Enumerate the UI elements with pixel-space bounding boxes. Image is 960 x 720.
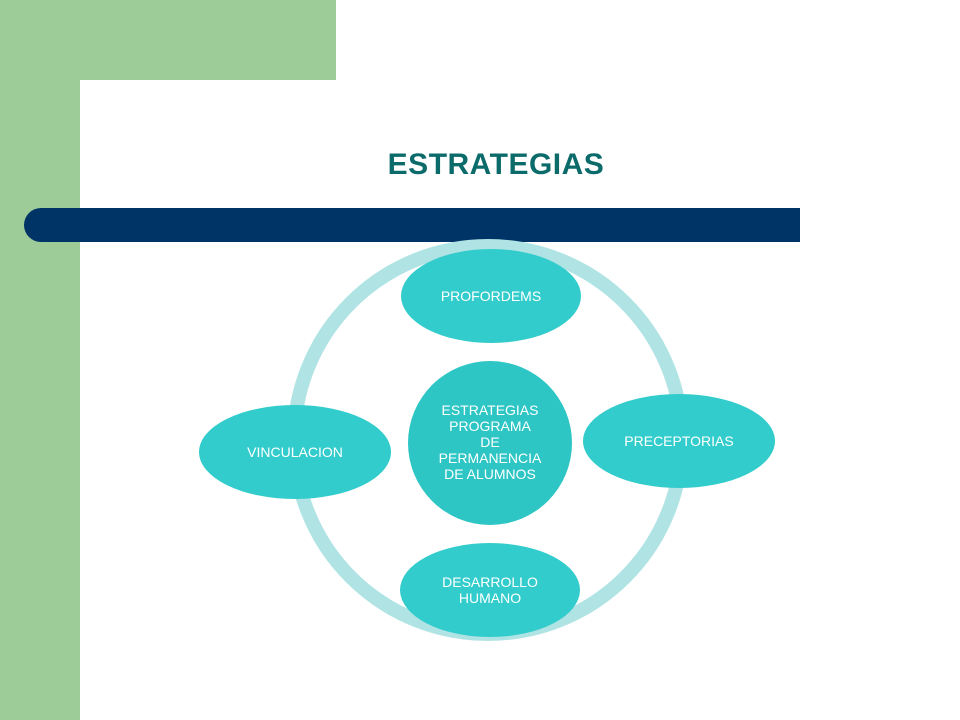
green-side-band <box>0 0 80 720</box>
node-desarrollo-humano-shape <box>400 543 580 637</box>
node-preceptorias-shape <box>583 394 775 488</box>
center-label-line-2: PROGRAMA <box>449 418 531 434</box>
node-vinculacion-label-line-1: VINCULACION <box>247 444 343 460</box>
node-vinculacion-shape <box>199 405 391 499</box>
center-label-line-3: DE <box>480 434 499 450</box>
node-profordems-label-line-1: PROFORDEMS <box>441 288 541 304</box>
node-profordems-shape <box>401 249 581 343</box>
node-desarrollo-humano-label-line-2: HUMANO <box>459 590 521 606</box>
node-preceptorias: PRECEPTORIAS <box>583 394 775 488</box>
title-underline-bar <box>24 208 800 242</box>
node-preceptorias-label-line-1: PRECEPTORIAS <box>624 433 733 449</box>
center-label-line-1: ESTRATEGIAS <box>442 402 539 418</box>
node-profordems: PROFORDEMS <box>401 249 581 343</box>
node-desarrollo-humano-label-line-1: DESARROLLO <box>442 574 538 590</box>
center-circle <box>408 361 572 525</box>
slide-title: ESTRATEGIAS <box>387 148 605 181</box>
center-label-line-4: PERMANENCIA <box>439 450 542 466</box>
node-vinculacion: VINCULACION <box>199 405 391 499</box>
center-label-line-5: DE ALUMNOS <box>444 466 536 482</box>
